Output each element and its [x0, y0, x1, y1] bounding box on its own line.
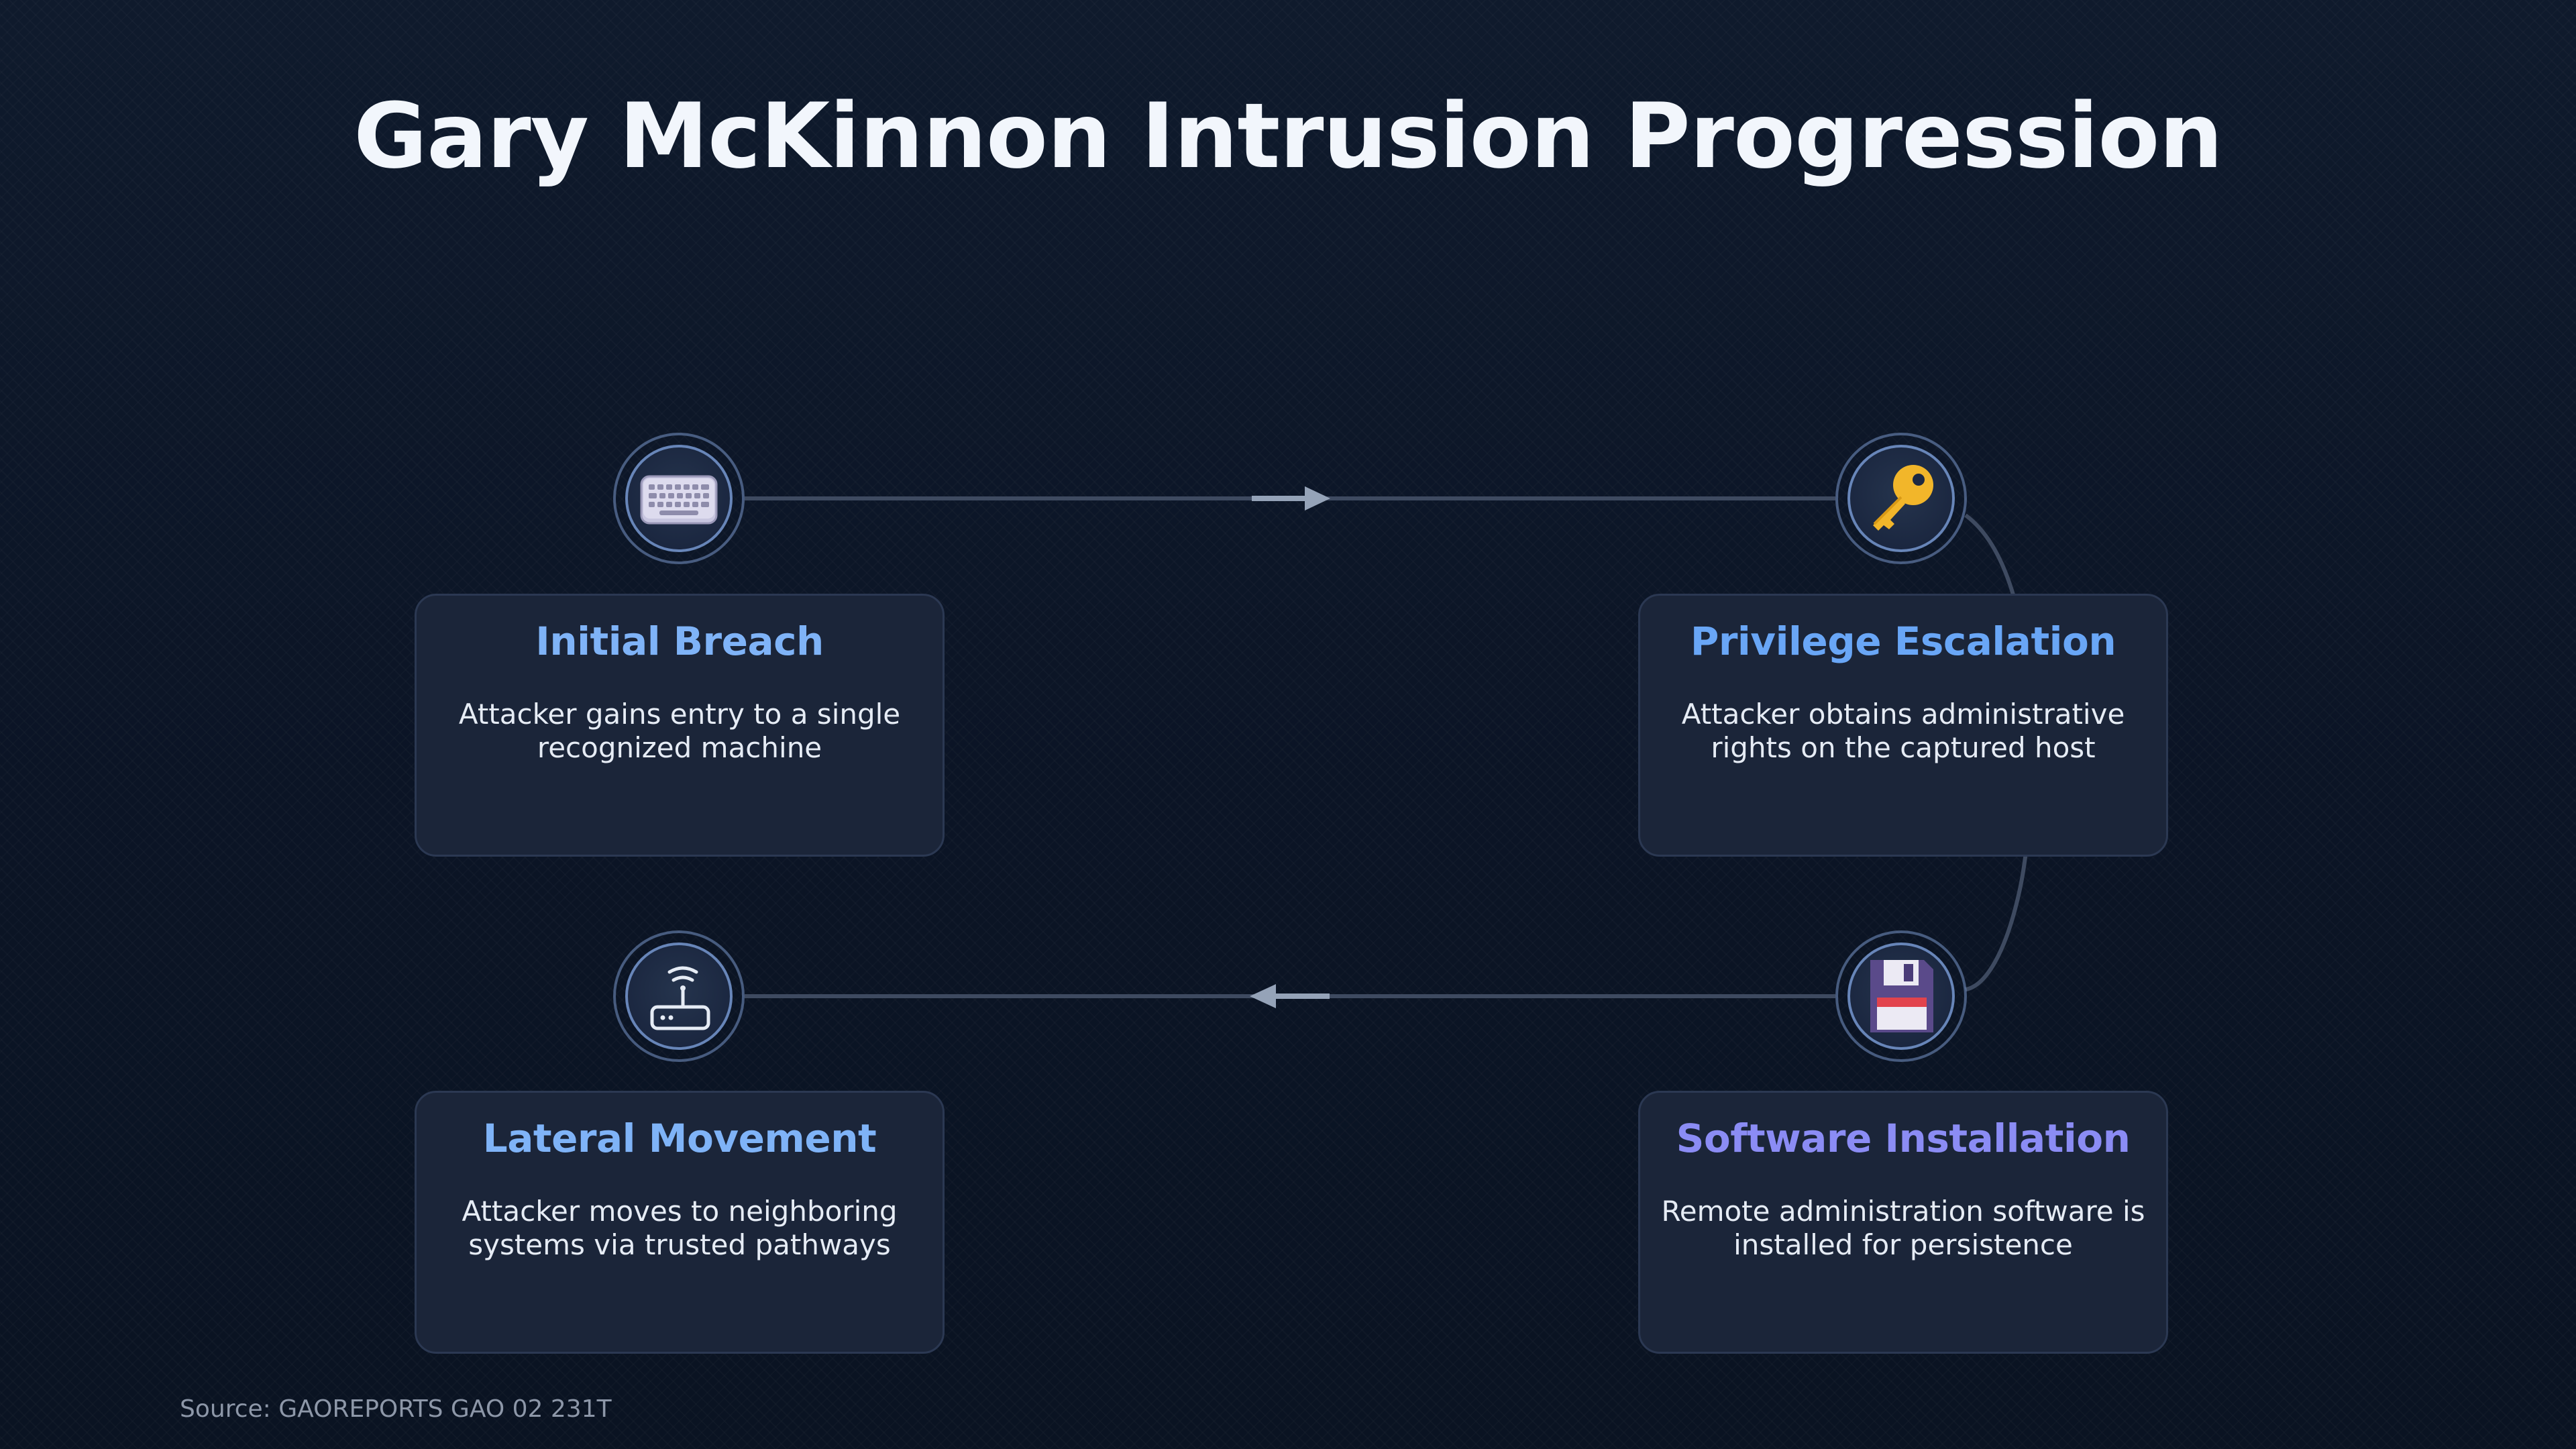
node-software-installation	[1835, 930, 1967, 1062]
source-citation: Source: GAOREPORTS GAO 02 231T	[180, 1395, 612, 1423]
step-card-software-installation: Software Installation Remote administrat…	[1638, 1091, 2168, 1354]
node-privilege-escalation	[1835, 433, 1967, 564]
step-card-initial-breach: Initial Breach Attacker gains entry to a…	[415, 594, 945, 857]
node-initial-breach	[613, 433, 745, 564]
node-lateral-movement	[613, 930, 745, 1062]
arrow-head-left	[1250, 984, 1276, 1008]
arrow-head-right	[1305, 486, 1330, 511]
floppy-disk-icon	[1870, 960, 1933, 1032]
step-description: Remote administration software is instal…	[1661, 1195, 2145, 1261]
key-icon	[1873, 465, 1933, 531]
step-description: Attacker moves to neighboring systems vi…	[462, 1195, 898, 1261]
step-title: Software Installation	[1676, 1116, 2131, 1161]
step-card-lateral-movement: Lateral Movement Attacker moves to neigh…	[415, 1091, 945, 1354]
step-card-privilege-escalation: Privilege Escalation Attacker obtains ad…	[1638, 594, 2168, 857]
step-title: Privilege Escalation	[1690, 619, 2116, 664]
step-title: Lateral Movement	[482, 1116, 877, 1161]
router-icon	[650, 966, 710, 1030]
step-description: Attacker obtains administrative rights o…	[1681, 698, 2125, 764]
page-title: Gary McKinnon Intrusion Progression	[354, 84, 2223, 189]
keyboard-icon	[640, 475, 718, 525]
step-title: Initial Breach	[535, 619, 824, 664]
step-description: Attacker gains entry to a single recogni…	[458, 698, 901, 764]
